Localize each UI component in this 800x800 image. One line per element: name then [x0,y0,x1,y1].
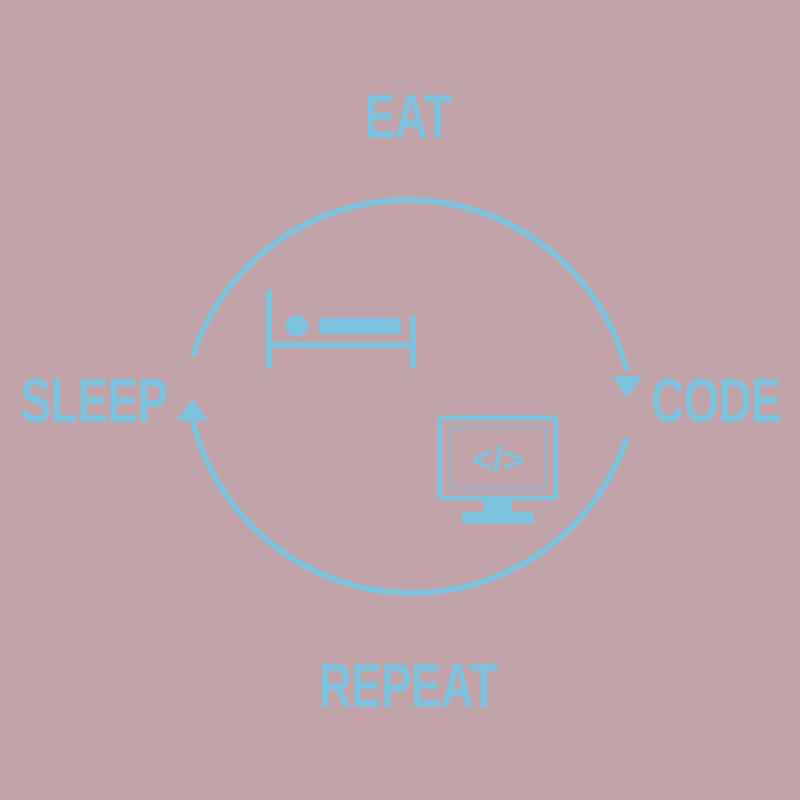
label-code: CODE [651,367,781,436]
arrowhead-up-icon [176,399,208,421]
computer-monitor-icon: </> [437,415,559,524]
cycle-ring [190,197,630,596]
code-symbol: </> [472,439,524,480]
label-eat: EAT [364,83,452,152]
arc-bottom [190,420,630,596]
label-repeat: REPEAT [318,652,498,721]
bed-icon [266,290,416,369]
arc-top [190,197,630,372]
arrowhead-down-icon [612,376,643,398]
label-sleep: SLEEP [20,367,168,436]
